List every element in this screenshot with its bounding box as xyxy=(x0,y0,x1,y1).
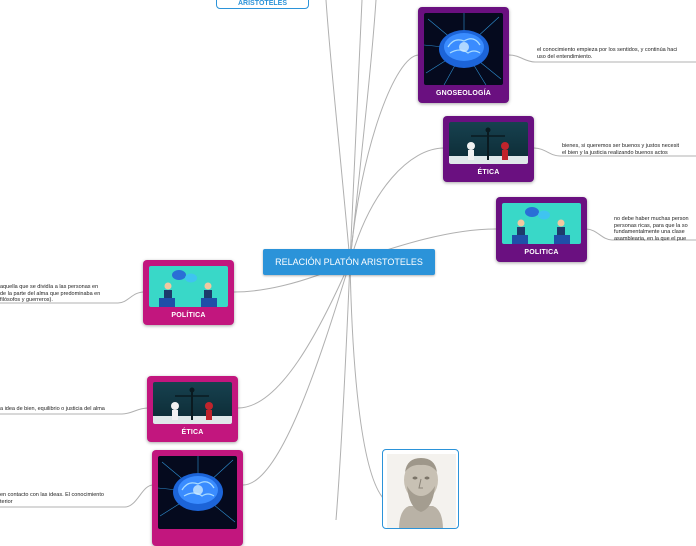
connector-brain-left xyxy=(242,261,351,486)
connector-note-politica-left xyxy=(0,291,145,304)
connector-gnoseologia xyxy=(349,54,420,263)
central-topic-label: RELACIÓN PLATÓN ARISTOTELES xyxy=(275,257,423,267)
etica-right-node[interactable]: ÉTICA xyxy=(443,116,534,182)
connector-note-gnoseologia xyxy=(508,54,696,63)
politica-left-label: POLÍTICA xyxy=(171,312,206,319)
brain-icon xyxy=(158,456,237,529)
connector-bottom xyxy=(335,261,351,520)
connector-etica-left xyxy=(237,261,351,409)
connector-note-etica-right xyxy=(533,147,696,157)
debate-icon xyxy=(502,203,581,244)
gnoseologia-label: GNOSEOLOGÍA xyxy=(435,90,492,97)
connector-plato xyxy=(349,261,384,499)
etica-left-label: ÉTICA xyxy=(181,429,204,436)
politica-left-node[interactable]: POLÍTICA xyxy=(143,260,234,325)
politica-right-label: POLITICA xyxy=(524,249,559,256)
debate-icon xyxy=(149,266,228,307)
scale-icon xyxy=(449,122,528,164)
gnoseologia-left-note: en contacto con las ideas. El conocimien… xyxy=(0,492,104,505)
connector-top-1 xyxy=(325,0,351,263)
brain-icon xyxy=(424,13,503,85)
politica-left-note: aquella que se dividía a las personas en… xyxy=(0,284,101,304)
politica-right-node[interactable]: POLITICA xyxy=(496,197,587,262)
connector-top-3 xyxy=(349,0,377,263)
etica-right-note: bienes, si queremos ser buenos y justos … xyxy=(562,143,680,156)
connector-note-politica-right xyxy=(585,228,696,241)
aristoteles-node[interactable]: ARISTÓTELES xyxy=(216,0,309,9)
plato-bust-icon xyxy=(387,454,456,528)
gnoseologia-note: el conocimiento empieza por los sentidos… xyxy=(537,47,678,60)
connector-etica-right xyxy=(349,147,445,263)
plato-node[interactable] xyxy=(382,449,459,529)
connector-note-etica-left xyxy=(0,407,149,415)
gnoseologia-node[interactable]: GNOSEOLOGÍA xyxy=(418,7,509,103)
connector-note-brain-left xyxy=(0,484,154,508)
aristoteles-node-label: ARISTÓTELES xyxy=(237,0,287,7)
central-topic[interactable]: RELACIÓN PLATÓN ARISTOTELES xyxy=(263,249,435,275)
etica-right-label: ÉTICA xyxy=(477,169,500,176)
etica-left-node[interactable]: ÉTICA xyxy=(147,376,238,442)
connector-top-2 xyxy=(349,0,363,263)
scale-icon xyxy=(153,382,232,424)
gnoseologia-left-node[interactable] xyxy=(152,450,243,546)
etica-left-note: a idea de bien, equilibrio o justicia de… xyxy=(0,406,105,412)
